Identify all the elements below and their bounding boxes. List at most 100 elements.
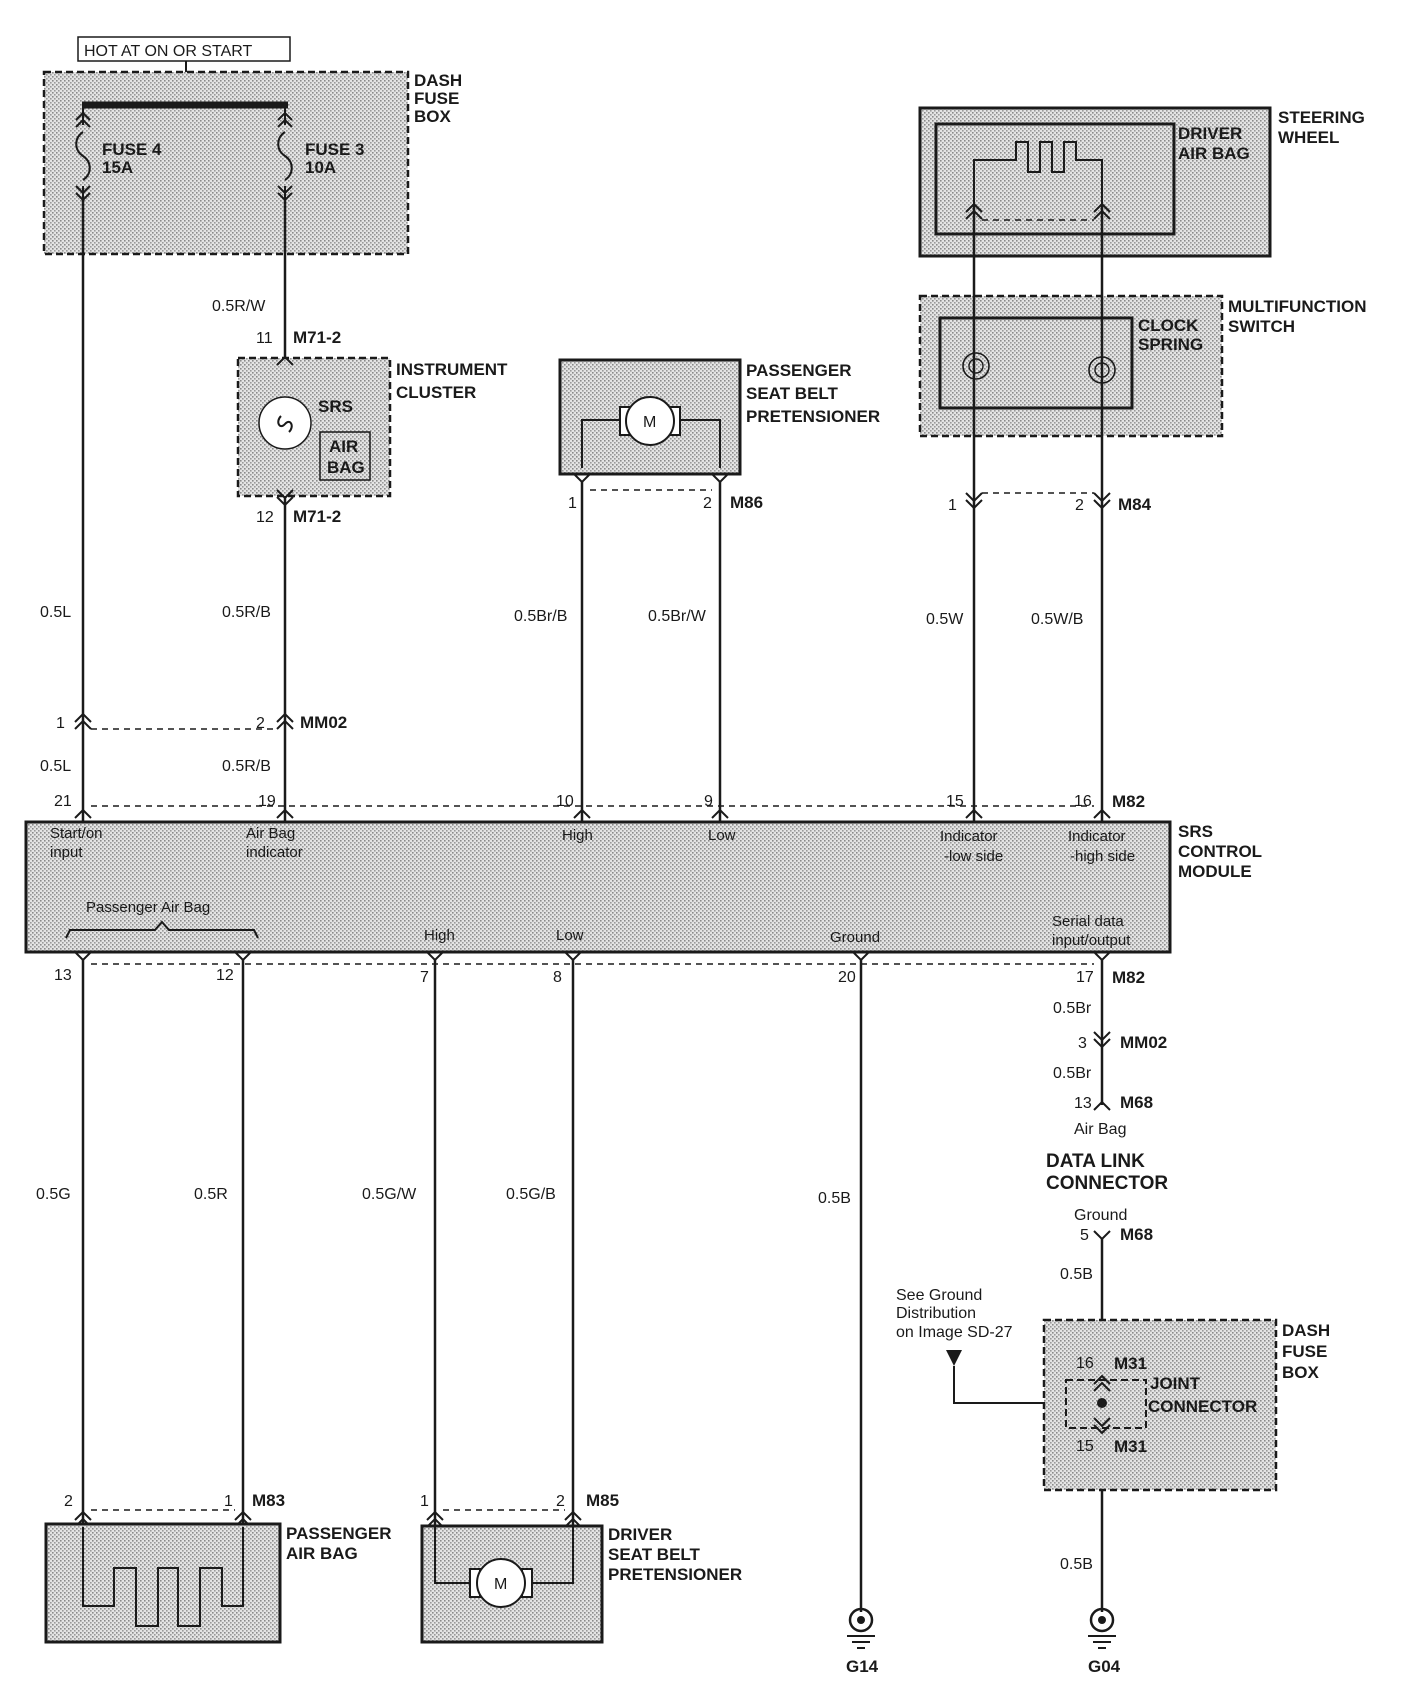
svg-text:5: 5 <box>1080 1227 1089 1244</box>
svg-text:1: 1 <box>948 497 957 514</box>
svg-text:See Ground: See Ground <box>896 1287 982 1304</box>
dash-fuse-box-bottom: DASH FUSE BOX JOINT CONNECTOR 16 M31 15 … <box>1042 1318 1330 1492</box>
svg-text:3: 3 <box>1078 1035 1087 1052</box>
driver-seat-belt-pretensioner: 1 2 M85 DRIVER SEAT BELT PRETENSIONER M <box>420 1491 742 1644</box>
svg-text:16: 16 <box>1074 793 1092 810</box>
svg-text:13: 13 <box>1074 1095 1092 1112</box>
svg-text:M68: M68 <box>1120 1093 1153 1112</box>
svg-text:HOT AT ON OR START: HOT AT ON OR START <box>84 43 253 60</box>
svg-text:0.5Br/B: 0.5Br/B <box>514 608 567 625</box>
svg-text:0.5B: 0.5B <box>1060 1556 1093 1573</box>
svg-text:CLUSTER: CLUSTER <box>396 383 476 402</box>
ground-g14-icon <box>847 1607 875 1649</box>
wire-0-5g: 0.5G <box>36 960 85 1526</box>
svg-text:17: 17 <box>1076 969 1094 986</box>
svg-text:1: 1 <box>224 1493 233 1510</box>
svg-text:on Image SD-27: on Image SD-27 <box>896 1324 1013 1341</box>
joint-connector: JOINT CONNECTOR <box>1065 1374 1257 1435</box>
svg-text:AIR BAG: AIR BAG <box>286 1544 358 1563</box>
srs-top-connector-m82: 21 19 10 9 15 16 M82 <box>54 792 1145 819</box>
passenger-air-bag: 2 1 M83 PASSENGER AIR BAG <box>44 1491 392 1644</box>
svg-text:0.5B: 0.5B <box>1060 1266 1093 1283</box>
wire-0-5rw-0-5rb: 0.5R/W 0.5R/B 0.5R/B <box>212 200 287 822</box>
wire-0-5wb: 0.5W/B <box>1031 206 1104 822</box>
svg-text:MODULE: MODULE <box>1178 862 1252 881</box>
svg-text:Indicator: Indicator <box>1068 828 1126 845</box>
svg-text:13: 13 <box>54 967 72 984</box>
ground-g04: 0.5B G04 <box>1060 1556 1121 1676</box>
svg-text:1: 1 <box>568 495 577 512</box>
clock-spring-icon-left <box>962 352 990 380</box>
motor-icon: M <box>619 396 681 446</box>
svg-text:0.5R/B: 0.5R/B <box>222 604 271 621</box>
svg-text:DRIVER: DRIVER <box>608 1525 672 1544</box>
svg-text:0.5B: 0.5B <box>818 1190 851 1207</box>
svg-text:M84: M84 <box>1118 495 1152 514</box>
svg-text:Ground: Ground <box>1074 1207 1127 1224</box>
svg-text:JOINT: JOINT <box>1150 1374 1201 1393</box>
svg-text:MM02: MM02 <box>1120 1033 1167 1052</box>
svg-text:PRETENSIONER: PRETENSIONER <box>608 1565 742 1584</box>
svg-text:2: 2 <box>64 1493 73 1510</box>
svg-text:FUSE: FUSE <box>414 89 459 108</box>
svg-text:AIR: AIR <box>329 437 358 456</box>
srs-control-module: SRS CONTROL MODULE 21 19 10 9 15 16 M82 … <box>24 792 1262 987</box>
connector-mm02-upper: 1 2 MM02 <box>56 712 347 732</box>
svg-text:Indicator: Indicator <box>940 828 998 845</box>
srs-warning-lamp-icon <box>258 396 312 450</box>
wire-0-5b-ground-g14: 0.5B G14 <box>818 960 879 1676</box>
svg-text:16: 16 <box>1076 1355 1094 1372</box>
svg-text:0.5Br: 0.5Br <box>1053 1000 1092 1017</box>
srs-bottom-connector-m82: 13 12 7 8 20 17 M82 <box>54 951 1145 987</box>
svg-text:SEAT BELT: SEAT BELT <box>746 384 839 403</box>
svg-text:FUSE 4: FUSE 4 <box>102 140 162 159</box>
wire-0-5r: 0.5R <box>194 960 245 1526</box>
svg-text:0.5W/B: 0.5W/B <box>1031 611 1083 628</box>
svg-text:0.5L: 0.5L <box>40 758 71 775</box>
svg-text:CONNECTOR: CONNECTOR <box>1046 1173 1168 1194</box>
svg-text:12: 12 <box>256 509 274 526</box>
svg-text:M31: M31 <box>1114 1437 1147 1456</box>
svg-text:BOX: BOX <box>414 107 452 126</box>
svg-text:10A: 10A <box>305 158 336 177</box>
svg-text:-high side: -high side <box>1070 848 1135 865</box>
svg-text:MM02: MM02 <box>300 713 347 732</box>
ground-g04-icon <box>1088 1607 1116 1649</box>
svg-text:Start/on: Start/on <box>50 825 103 842</box>
svg-text:0.5R: 0.5R <box>194 1186 228 1203</box>
svg-text:1: 1 <box>56 715 65 732</box>
svg-text:M71-2: M71-2 <box>293 507 341 526</box>
passenger-seat-belt-pretensioner: PASSENGER SEAT BELT PRETENSIONER M 1 2 M… <box>558 358 880 512</box>
svg-text:15: 15 <box>946 793 964 810</box>
svg-text:FUSE 3: FUSE 3 <box>305 140 365 159</box>
svg-text:0.5G/W: 0.5G/W <box>362 1186 417 1203</box>
svg-text:0.5R/B: 0.5R/B <box>222 758 271 775</box>
svg-text:INSTRUMENT: INSTRUMENT <box>396 360 508 379</box>
svg-text:STEERING: STEERING <box>1278 108 1365 127</box>
driver-air-bag-squib-icon <box>965 141 1111 221</box>
svg-text:SRS: SRS <box>318 397 353 416</box>
svg-text:M82: M82 <box>1112 792 1145 811</box>
wire-0-5l: 0.5L 0.5L <box>40 200 85 822</box>
svg-text:M71-2: M71-2 <box>293 328 341 347</box>
svg-text:2: 2 <box>703 495 712 512</box>
svg-text:9: 9 <box>704 793 713 810</box>
svg-text:input: input <box>50 844 83 861</box>
svg-text:0.5Br/W: 0.5Br/W <box>648 608 707 625</box>
svg-text:MULTIFUNCTION: MULTIFUNCTION <box>1228 297 1367 316</box>
svg-text:indicator: indicator <box>246 844 303 861</box>
svg-text:PASSENGER: PASSENGER <box>286 1524 392 1543</box>
svg-text:Air Bag: Air Bag <box>1074 1121 1126 1138</box>
svg-text:11: 11 <box>256 330 273 347</box>
svg-text:G04: G04 <box>1088 1657 1121 1676</box>
svg-text:M: M <box>494 1576 507 1593</box>
svg-text:CLOCK: CLOCK <box>1138 316 1199 335</box>
svg-text:High: High <box>562 827 593 844</box>
svg-text:15: 15 <box>1076 1438 1094 1455</box>
svg-text:0.5Br: 0.5Br <box>1053 1065 1092 1082</box>
wire-0-5w: 0.5W <box>926 206 976 822</box>
svg-text:CONNECTOR: CONNECTOR <box>1148 1397 1257 1416</box>
svg-text:AIR BAG: AIR BAG <box>1178 144 1250 163</box>
svg-text:CONTROL: CONTROL <box>1178 842 1262 861</box>
